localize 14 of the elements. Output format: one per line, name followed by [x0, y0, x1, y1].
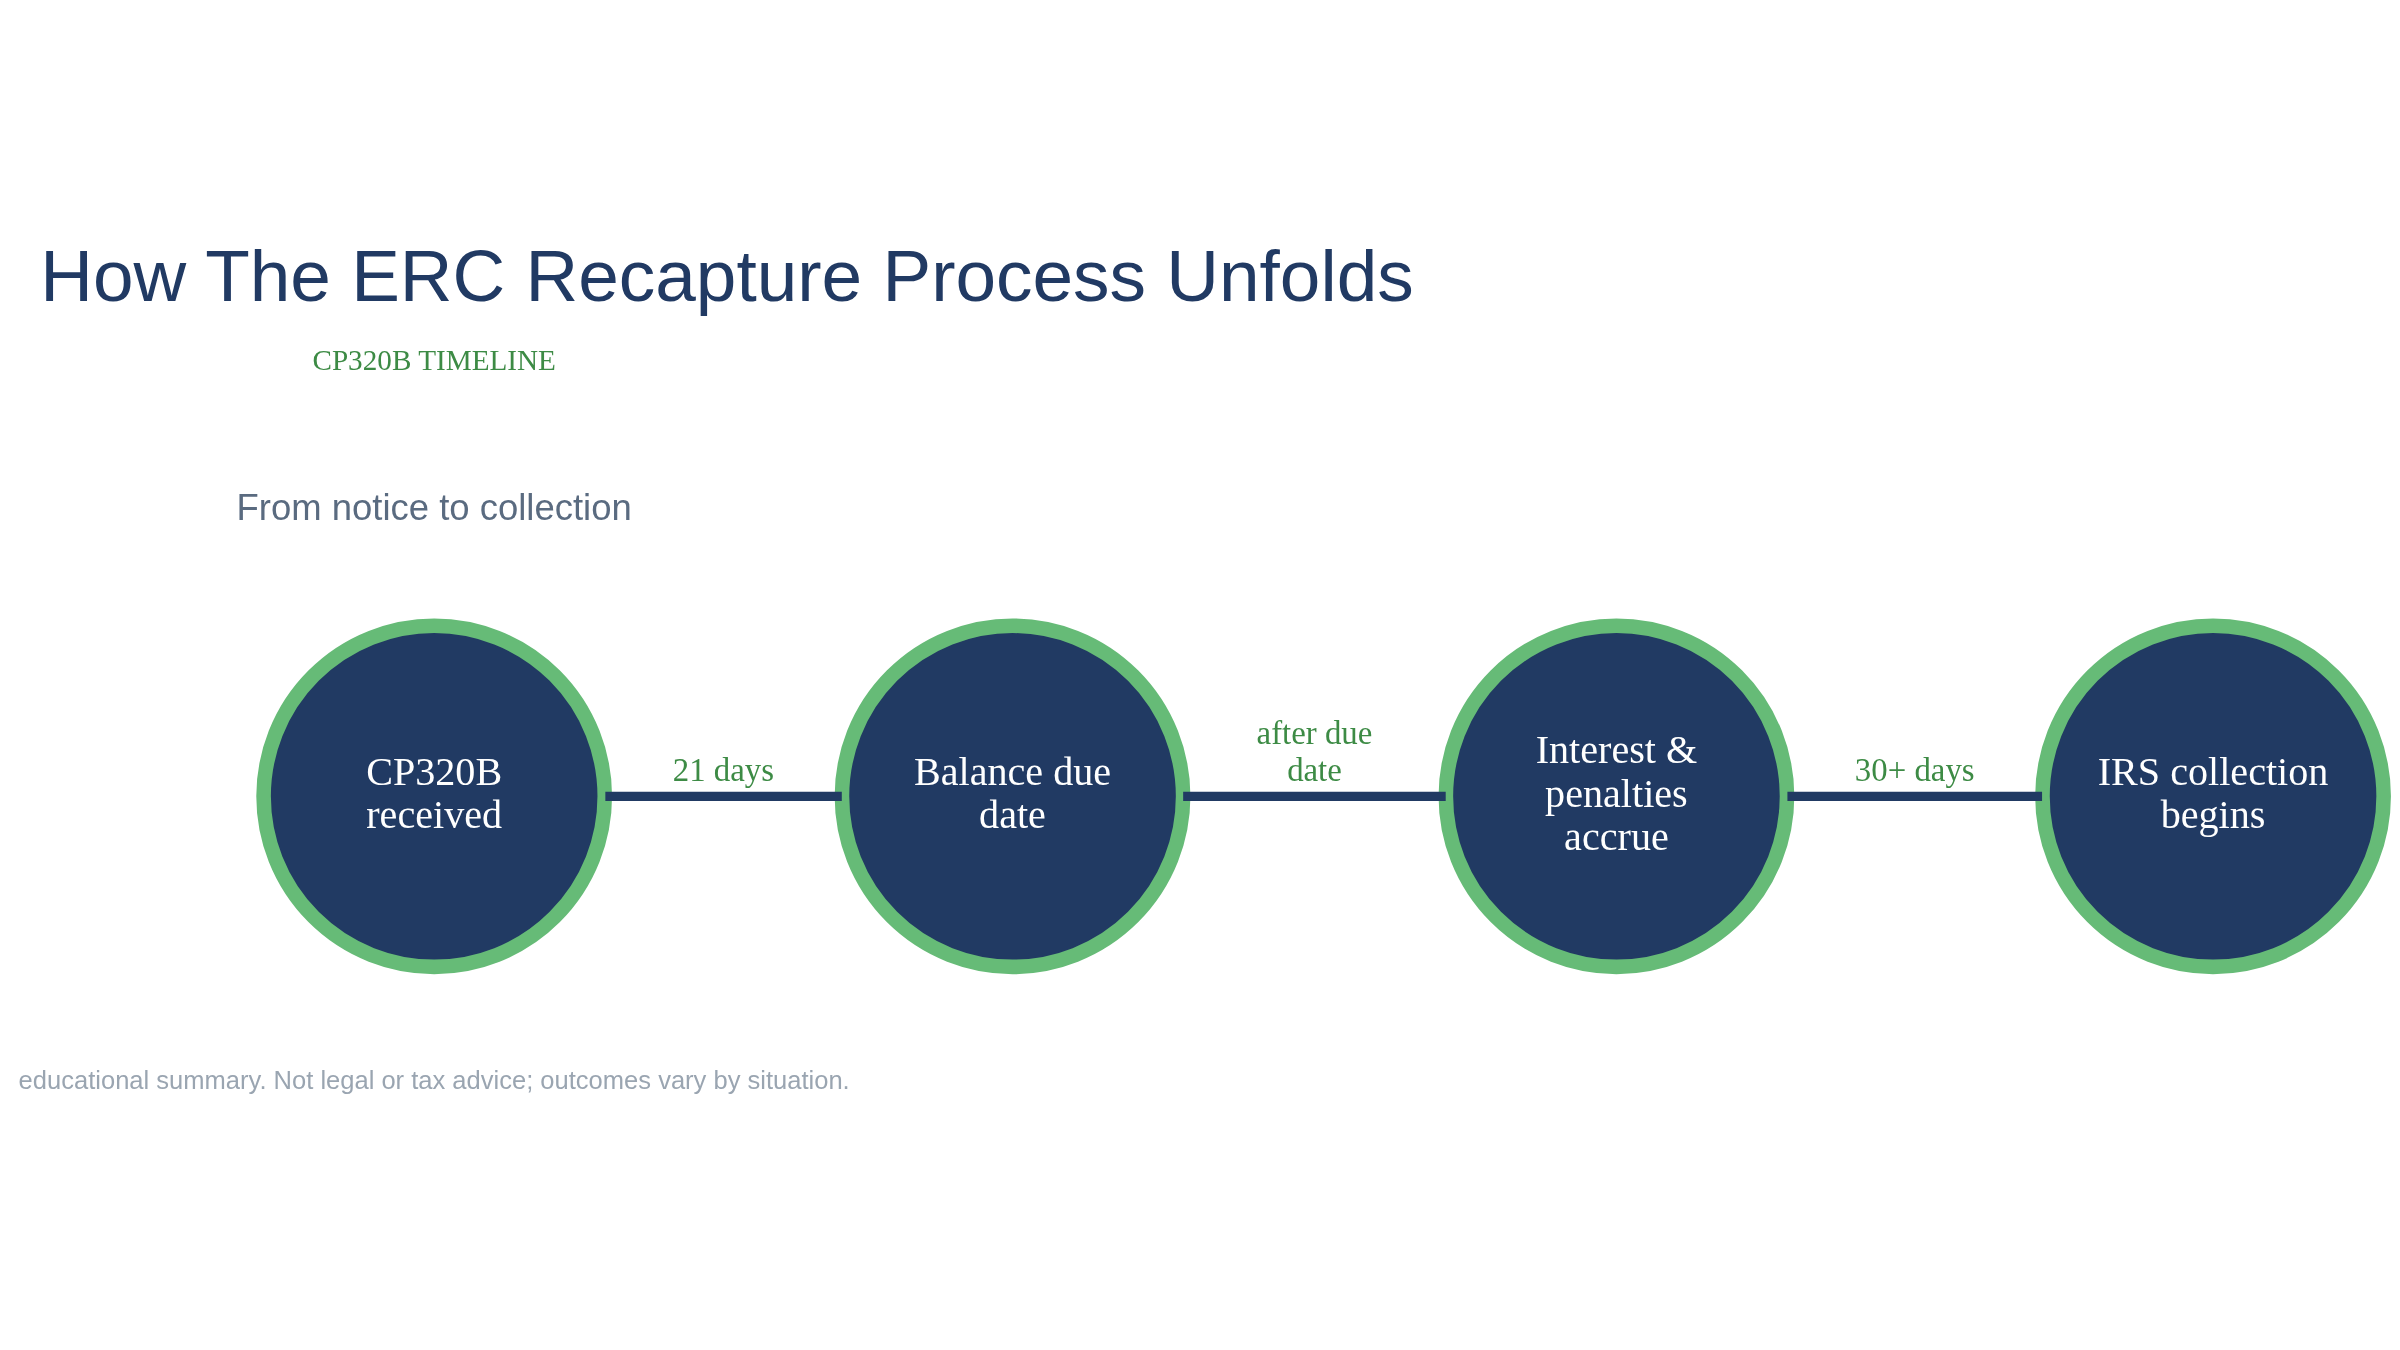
- connector: [1183, 791, 1446, 801]
- diagram-title: How The ERC Recapture Process Unfolds: [40, 234, 1414, 316]
- label: From notice to collection: [236, 486, 632, 528]
- label: CP320B TIMELINE: [312, 343, 556, 376]
- node-circle: IRS collection begins: [2035, 618, 2391, 975]
- edge-label: 21 days: [672, 751, 774, 788]
- edge-label: 30+ days: [1854, 751, 1975, 788]
- connector: [1787, 791, 2043, 801]
- label: educational summary. Not legal or tax advice; outcomes vary by situation.: [18, 1065, 850, 1094]
- node-circle: Interest & penalties accrue: [1438, 618, 1795, 975]
- node-circle: CP320B received: [256, 618, 613, 975]
- node-circle: Balance due date: [834, 618, 1191, 975]
- connector: [605, 791, 842, 801]
- edge-label: after due date: [1256, 715, 1373, 788]
